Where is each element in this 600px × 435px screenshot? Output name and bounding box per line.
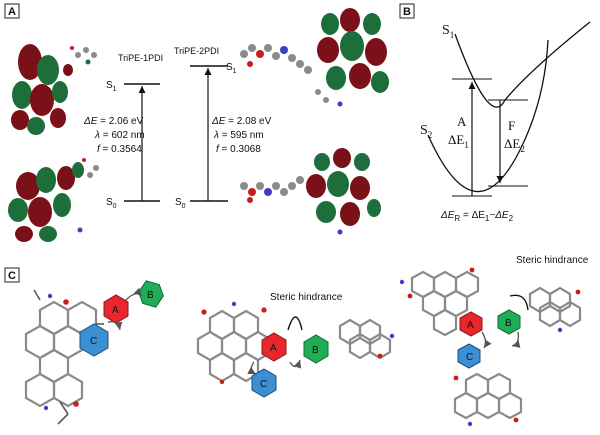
structure-1-ring-b-label: B	[147, 290, 154, 301]
structure-2-ring-a-label: A	[270, 343, 277, 354]
panel-a-label: A	[8, 6, 16, 18]
structure-3-ring-b-label: B	[505, 318, 512, 329]
structure-3-ring-c-label: C	[466, 352, 473, 363]
right-molecule-title: TriPE-2PDI	[174, 46, 219, 56]
panel-c-box	[4, 267, 20, 283]
panel-a: A	[4, 3, 389, 242]
left-delta-e: ΔE = 2.06 eV	[83, 116, 144, 127]
left-oscillator-strength: f = 0.3564	[97, 144, 142, 155]
left-bottom-orbital-cluster	[8, 158, 99, 242]
structure-2: A B C Steric hindrance	[196, 292, 395, 398]
fluorescence-label: F	[508, 118, 515, 133]
absorption-label: A	[457, 114, 467, 129]
panel-c-label: C	[8, 270, 16, 282]
right-delta-e: ΔE = 2.08 eV	[211, 116, 272, 127]
structure-3-steric-label: Steric hindrance	[516, 255, 589, 266]
delta-e1-label: ΔE1	[448, 132, 469, 150]
structure-3-ring-a-label: A	[467, 320, 474, 331]
structure-2-ring-b-label: B	[312, 345, 319, 356]
stokes-shift-equation: ΔER = ΔE1−ΔE2	[440, 210, 514, 223]
right-oscillator-strength: f = 0.3068	[216, 144, 261, 155]
panel-b-box	[399, 3, 415, 19]
left-s1-label: S1	[106, 80, 117, 93]
panel-b: B S1 S2 A ΔE1 F ΔE2 ΔER = ΔE1−ΔE2	[399, 3, 591, 223]
b-s2-label: S2	[420, 123, 432, 140]
b-s1-label: S1	[442, 23, 454, 40]
structure-2-steric-label: Steric hindrance	[270, 292, 343, 303]
right-s1-label: S1	[226, 62, 237, 75]
structure-1: A B C	[24, 280, 164, 425]
left-top-orbital-cluster	[11, 44, 97, 135]
right-lambda: λ = 595 nm	[213, 130, 264, 141]
panel-c: C A B C	[4, 255, 589, 427]
left-molecule-title: TriPE-1PDI	[118, 53, 163, 63]
s2-potential-curve	[427, 39, 549, 192]
delta-e2-label: ΔE2	[504, 136, 525, 154]
right-bottom-orbital-cluster	[240, 148, 381, 235]
left-s0-label: S0	[106, 197, 117, 210]
structure-1-ring-a-label: A	[112, 305, 119, 316]
panel-b-label: B	[403, 6, 411, 18]
left-lambda: λ = 602 nm	[94, 130, 145, 141]
right-top-orbital-cluster	[240, 8, 389, 107]
panel-a-box	[4, 3, 20, 19]
structure-1-ring-c-label: C	[90, 336, 97, 347]
right-s0-label: S0	[175, 197, 186, 210]
structure-3: A B C Steric hindrance	[399, 255, 589, 427]
s1-potential-curve	[454, 21, 591, 108]
structure-2-ring-c-label: C	[260, 379, 267, 390]
